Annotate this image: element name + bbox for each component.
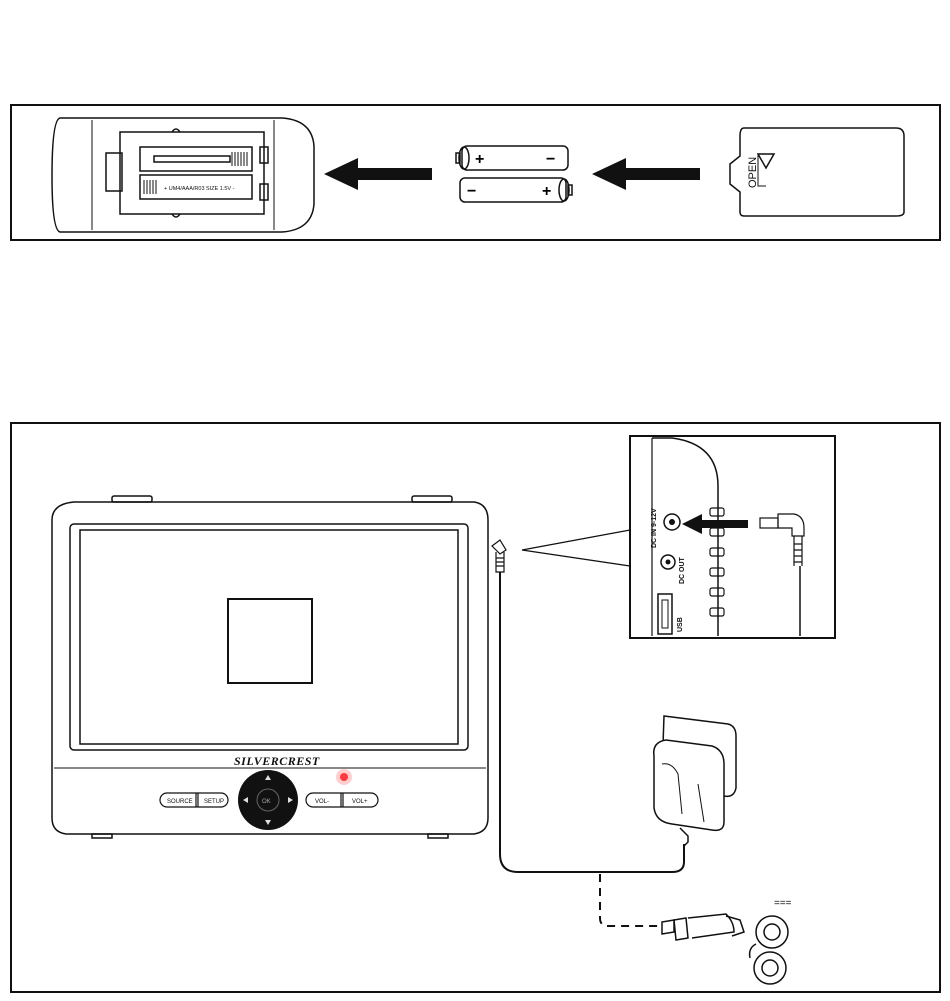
dc-out-label: DC OUT bbox=[679, 556, 686, 584]
usb-label: USB bbox=[677, 617, 684, 632]
cover-open-label: OPEN bbox=[747, 157, 759, 188]
car-adapter bbox=[662, 914, 744, 940]
battery-top-minus: − bbox=[546, 151, 555, 168]
vol-minus-label: VOL- bbox=[315, 799, 329, 805]
battery-insertion-drawing: + UM4/AAA/R03 SIZE 1.5V - + − − + OPEN bbox=[12, 106, 943, 243]
battery-bottom bbox=[460, 178, 572, 202]
battery-insertion-panel: + UM4/AAA/R03 SIZE 1.5V - + − − + OPEN bbox=[10, 104, 941, 241]
source-button-label: SOURCE bbox=[167, 799, 193, 805]
battery-bottom-minus: − bbox=[467, 183, 476, 200]
dc-symbol: === bbox=[774, 898, 792, 909]
remote-control bbox=[52, 118, 314, 232]
power-indicator-led bbox=[336, 769, 352, 785]
brand-logo: SILVERCREST bbox=[234, 754, 320, 768]
battery-top-plus: + bbox=[475, 151, 484, 168]
battery-size-label: + UM4/AAA/R03 SIZE 1.5V - bbox=[164, 186, 235, 192]
connector-detail-inset bbox=[630, 436, 835, 638]
setup-button-label: SETUP bbox=[204, 799, 224, 805]
insert-arrow-right bbox=[592, 158, 700, 190]
car-adapter-cable bbox=[600, 874, 662, 926]
dc-plug-player-side bbox=[492, 540, 506, 572]
car-socket bbox=[750, 916, 788, 984]
screen-placeholder-box bbox=[228, 599, 312, 683]
zoom-callout-cone bbox=[522, 530, 630, 566]
insert-arrow-left bbox=[324, 158, 432, 190]
dc-in-label: DC IN 9-12V bbox=[651, 508, 658, 548]
power-connection-drawing: SILVERCREST SOURCE SETUP OK VOL- VOL+ bbox=[12, 424, 943, 995]
power-connection-panel: SILVERCREST SOURCE SETUP OK VOL- VOL+ bbox=[10, 422, 941, 993]
battery-bottom-plus: + bbox=[542, 183, 551, 200]
vol-plus-label: VOL+ bbox=[352, 799, 368, 805]
ok-button-label: OK bbox=[262, 799, 271, 805]
ac-wall-adapter bbox=[654, 716, 736, 854]
